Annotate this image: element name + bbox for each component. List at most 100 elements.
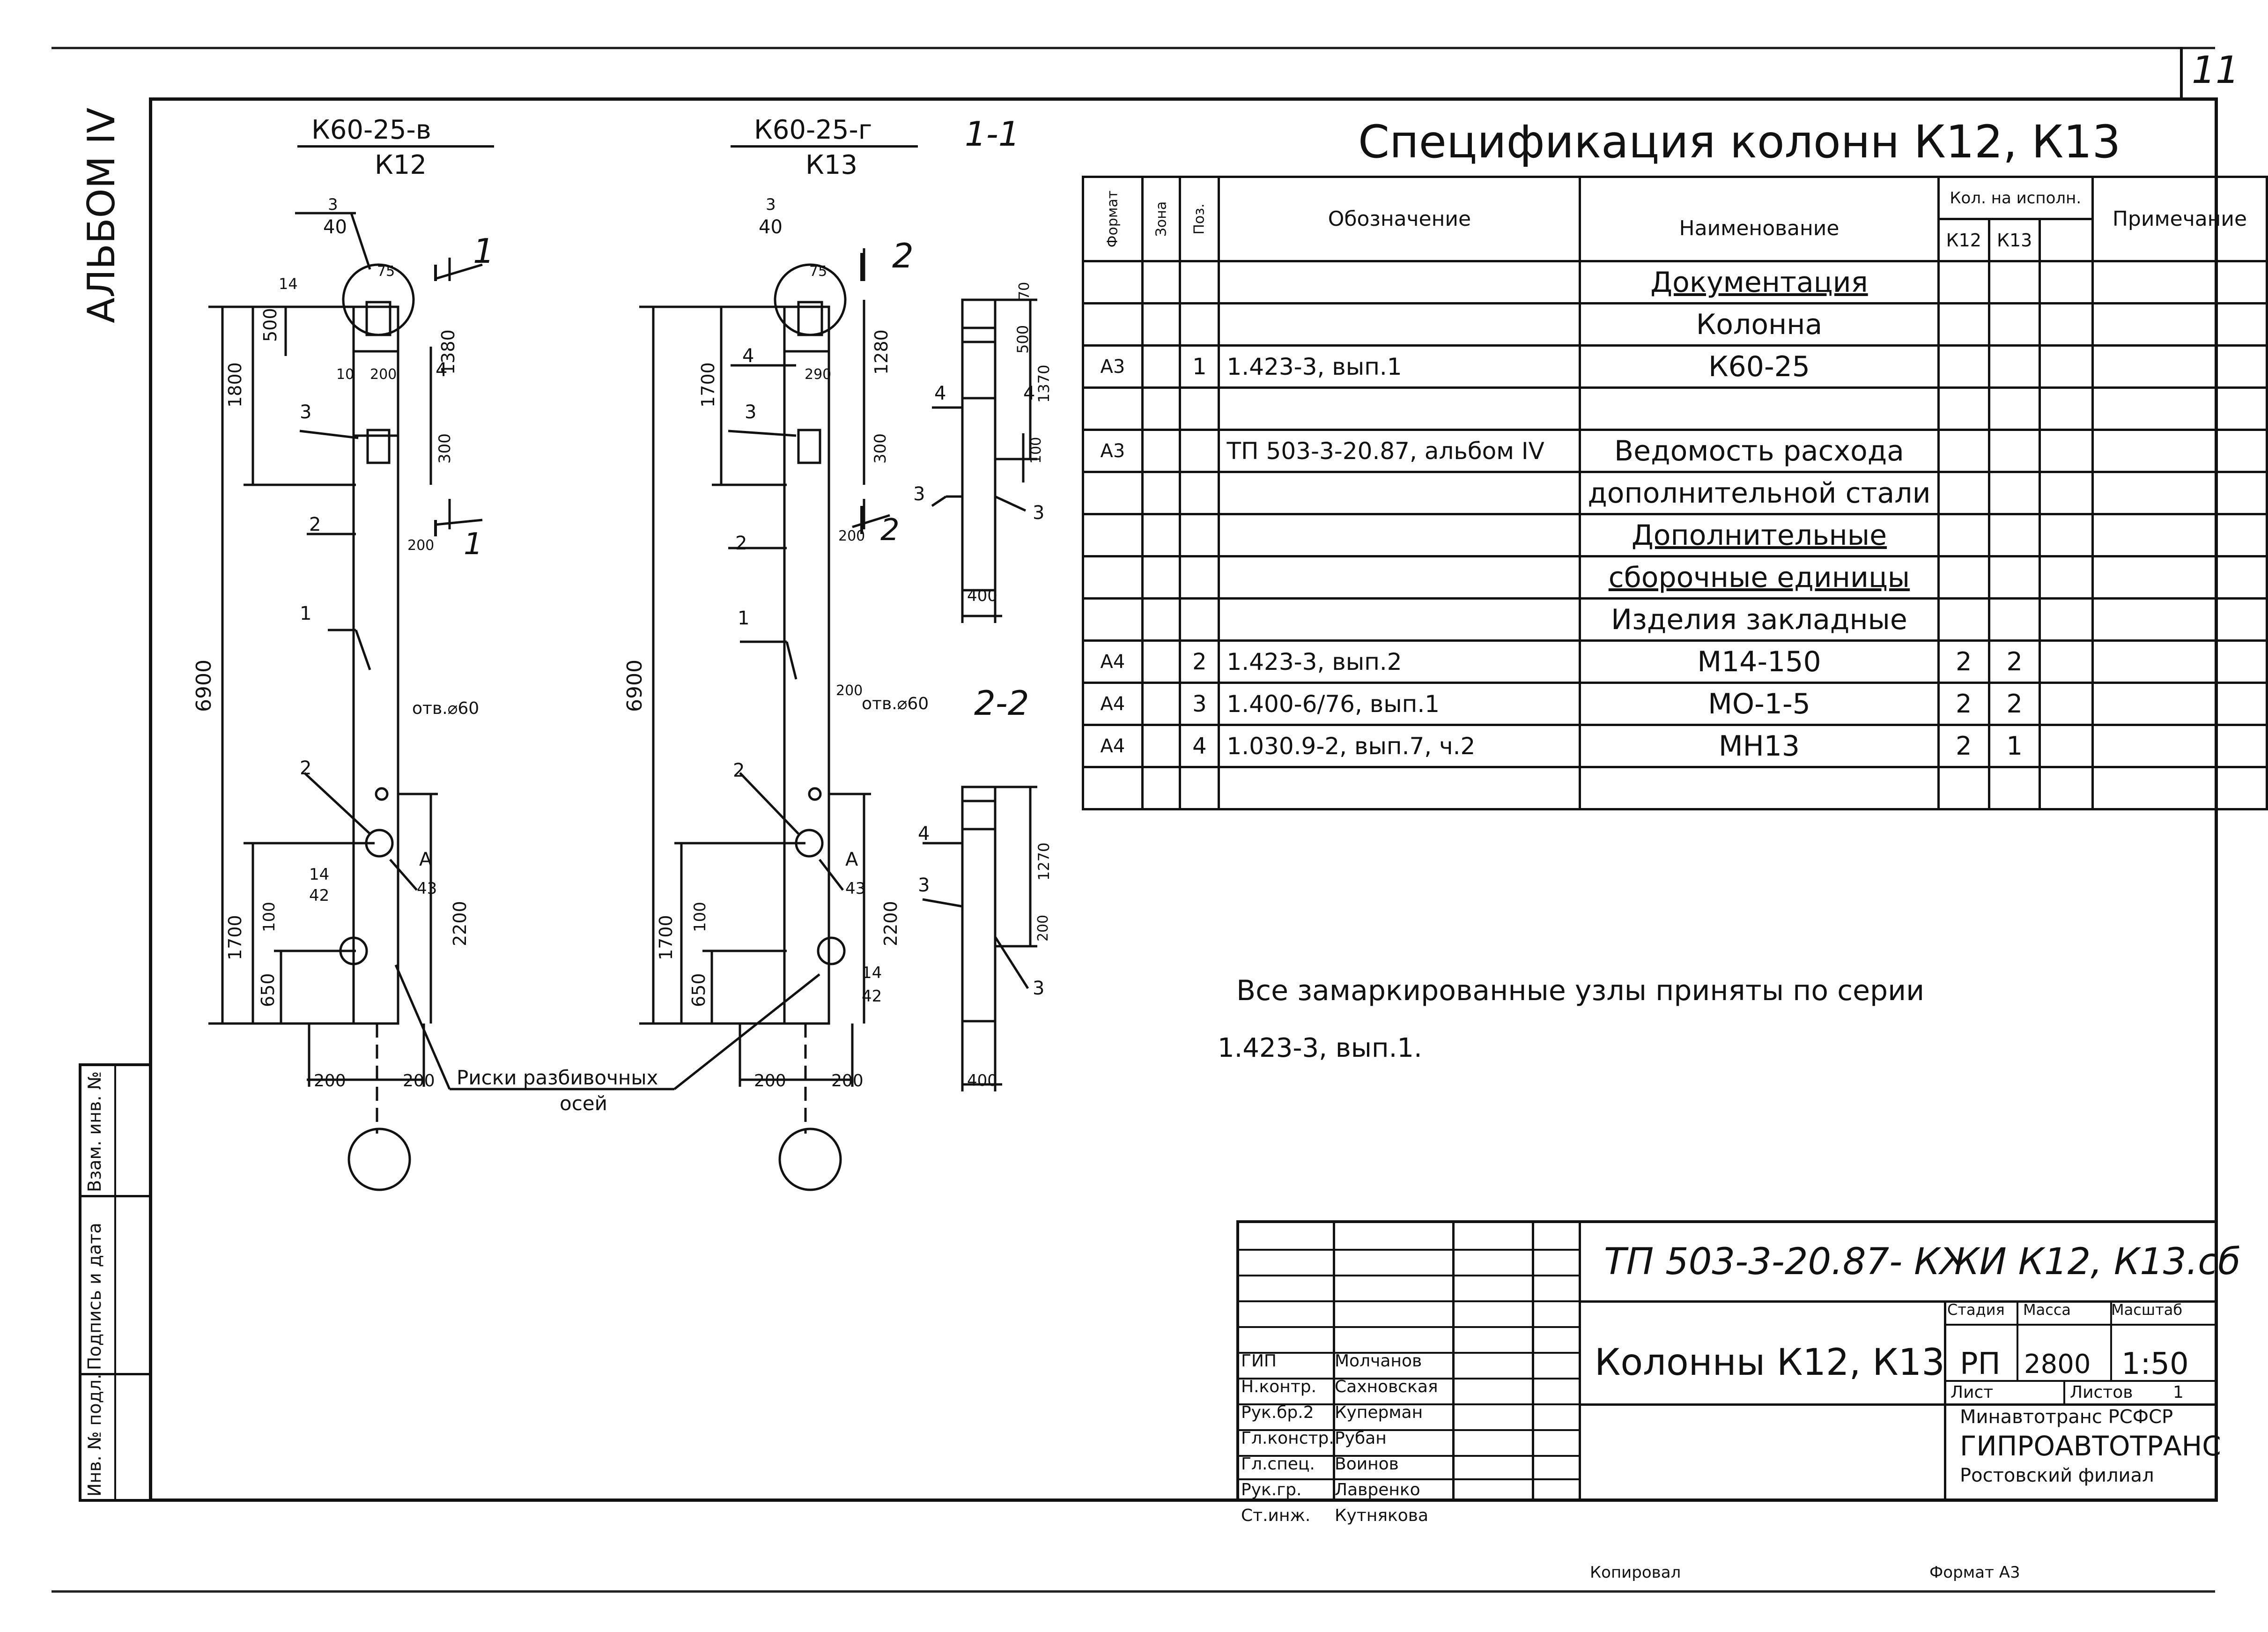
tb-person-name: Куперман <box>1335 1403 1423 1422</box>
spec-cell-designation: ТП 503-3-20.87, альбом IV <box>1218 429 1581 473</box>
spec-cell-zone <box>1141 471 1182 515</box>
spec-cell-note <box>2091 344 2268 389</box>
spec-row: Дополнительные <box>1082 513 2268 557</box>
spec-cell-empty <box>2039 513 2094 557</box>
tb-person-role: Гл.констр. <box>1241 1429 1334 1448</box>
spec-cell-name: дополнительной стали <box>1579 471 1940 515</box>
spec-cell-empty <box>2039 429 2094 473</box>
spec-cell-designation: 1.400-6/76, вып.1 <box>1218 682 1581 726</box>
spec-cell-note <box>2091 766 2268 810</box>
spec-row <box>1082 386 2268 431</box>
col1-sec-1-top: 1 <box>473 231 495 271</box>
spec-cell-k12 <box>1937 766 1991 810</box>
tb-person-role: Рук.бр.2 <box>1241 1403 1314 1422</box>
spec-cell-k13 <box>1987 766 2041 810</box>
spec-cell-format <box>1082 597 1144 642</box>
spec-row: Изделия закладные <box>1082 597 2268 642</box>
spec-cell-pos: 4 <box>1179 724 1220 768</box>
dim-sec11-400: 400 <box>967 586 997 605</box>
note-line2: 1.423-3, вып.1. <box>1218 1033 1422 1063</box>
side-podpis-label: Подпись и дата <box>84 1223 105 1370</box>
col2-pos-2a: 2 <box>735 533 747 554</box>
dim-col1-200c: 200 <box>314 1071 346 1090</box>
spec-cell-note <box>2091 302 2268 347</box>
tb-mass-label: Масса <box>2023 1301 2071 1319</box>
col2-sec-2-bot: 2 <box>880 513 900 548</box>
tb-person-role: Гл.спец. <box>1241 1454 1315 1474</box>
spec-header-pos: Поз. <box>1179 176 1220 262</box>
spec-cell-pos <box>1179 386 1220 431</box>
spec-cell-designation <box>1218 260 1581 304</box>
spec-title: Спецификация колонн К12, К13 <box>1358 116 2121 168</box>
sec22-pos-3: 3 <box>918 875 930 896</box>
bottom-border-line <box>52 1590 2215 1593</box>
risk-label-line1: Риски разбивочных <box>457 1066 658 1089</box>
dim-col2-200b: 200 <box>836 682 863 699</box>
spec-cell-format <box>1082 302 1144 347</box>
spec-header-format: Формат <box>1082 176 1144 262</box>
col2-hole-label: отв.⌀60 <box>862 694 929 713</box>
spec-cell-designation: 1.423-3, вып.2 <box>1218 639 1581 684</box>
spec-cell-format <box>1082 513 1144 557</box>
spec-cell-name: МН13 <box>1579 724 1940 768</box>
side-inv-label: Инв. № подл. <box>84 1373 105 1497</box>
spec-cell-k12: 2 <box>1937 724 1991 768</box>
spec-cell-pos <box>1179 513 1220 557</box>
dim-col2-2200: 2200 <box>880 901 901 946</box>
spec-cell-pos <box>1179 555 1220 600</box>
tb-code: ТП 503-3-20.87- КЖИ К12, К13.сб <box>1604 1241 2241 1283</box>
spec-cell-zone <box>1141 260 1182 304</box>
spec-cell-pos <box>1179 471 1220 515</box>
tb-person-name: Сахновская <box>1335 1377 1438 1396</box>
sheet-number-box <box>2180 47 2217 97</box>
col2-callout-42: 42 <box>862 987 882 1006</box>
spec-row: сборочные единицы <box>1082 555 2268 600</box>
tb-scale-label: Масштаб <box>2111 1301 2183 1319</box>
spec-cell-designation <box>1218 302 1581 347</box>
spec-cell-format <box>1082 260 1144 304</box>
dim-col1-1800: 1800 <box>225 362 245 408</box>
tb-name: Колонны К12, К13 <box>1595 1342 1945 1384</box>
spec-cell-name: Колонна <box>1579 302 1940 347</box>
spec-cell-zone <box>1141 766 1182 810</box>
dim-col1-10: 10 <box>336 366 355 383</box>
spec-cell-k13 <box>1987 471 2041 515</box>
col2-sec-2-top: 2 <box>892 236 914 275</box>
col1-sec-1-bot: 1 <box>464 527 483 562</box>
spec-cell-pos: 1 <box>1179 344 1220 389</box>
spec-cell-name: Изделия закладные <box>1579 597 1940 642</box>
col2-callout-bottom: 40 <box>759 216 783 238</box>
spec-table: Формат Зона Поз. Обозначение Наименовани… <box>1082 176 2268 810</box>
side-divider <box>114 1066 116 1502</box>
spec-cell-designation: 1.030.9-2, вып.7, ч.2 <box>1218 724 1581 768</box>
spec-cell-format <box>1082 386 1144 431</box>
spec-cell-name: Ведомость расхода <box>1579 429 1940 473</box>
spec-cell-name <box>1579 386 1940 431</box>
spec-cell-k13: 1 <box>1987 724 2041 768</box>
spec-cell-k13 <box>1987 386 2041 431</box>
spec-cell-empty <box>2039 471 2094 515</box>
spec-row: Документация <box>1082 260 2268 304</box>
spec-cell-k12 <box>1937 597 1991 642</box>
side-cell-podpis <box>81 1197 152 1375</box>
risk-label-line2: осей <box>560 1092 607 1115</box>
spec-header-zone: Зона <box>1141 176 1182 262</box>
spec-cell-format: А3 <box>1082 429 1144 473</box>
spec-cell-note <box>2091 260 2268 304</box>
sec11-pos-4: 4 <box>934 383 946 404</box>
side-cell-vzam <box>81 1066 152 1197</box>
spec-cell-designation <box>1218 471 1581 515</box>
spec-header-k13: К13 <box>1987 218 2041 262</box>
dim-col2-100: 100 <box>691 902 709 932</box>
tb-sheets: 1 <box>2173 1383 2184 1402</box>
spec-cell-zone <box>1141 386 1182 431</box>
tb-org1: Минавтотранс РСФСР <box>1960 1406 2173 1428</box>
spec-cell-k13 <box>1987 260 2041 304</box>
sec22-pos-4: 4 <box>918 823 930 845</box>
section-2-2-label: 2-2 <box>974 683 1029 723</box>
col2-name: К13 <box>805 150 858 180</box>
col1-pos-1: 1 <box>300 603 312 624</box>
spec-cell-note <box>2091 555 2268 600</box>
